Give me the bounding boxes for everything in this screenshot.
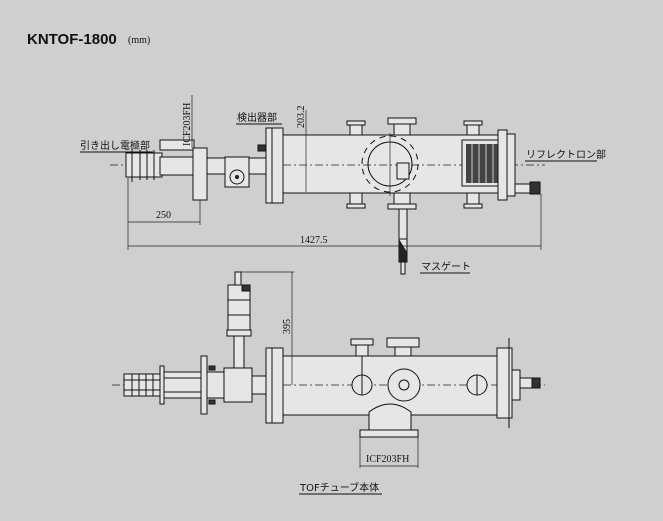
- label-detector: 検出器部: [237, 111, 277, 124]
- ports-side: [350, 337, 488, 438]
- model-title: KNTOF-1800: [27, 31, 117, 48]
- label-icf203fh-top: ICF203FH: [182, 103, 193, 146]
- dim-height: 395: [282, 319, 293, 334]
- unit-label: (mm): [128, 35, 150, 46]
- gauge-side: [226, 271, 294, 369]
- dim-extraction-length: 250: [156, 210, 171, 221]
- reflectron-side: [496, 338, 541, 428]
- detector-flange-side: [265, 347, 284, 424]
- label-tof-tube: TOFチューブ本体: [299, 481, 379, 494]
- extraction-electrode-top: [125, 139, 269, 201]
- label-mass-gate: マスゲート: [421, 261, 471, 273]
- detector-flange-top: [265, 127, 284, 204]
- side-view: 395 ICF203FH TOFチューブ本体: [112, 271, 545, 495]
- reflectron-top: [461, 129, 541, 201]
- top-view: 203.2 250 1427.5 引き出し電極部 ICF203FH 検出器部 リ…: [80, 95, 606, 275]
- ports-top: [346, 117, 483, 210]
- label-icf203fh-side: ICF203FH: [366, 454, 409, 465]
- dim-tube-diameter: 203.2: [296, 106, 307, 129]
- mass-gate-top: [398, 208, 408, 275]
- label-extraction-electrode: 引き出し電極部: [80, 139, 150, 152]
- dim-total-length: 1427.5: [300, 235, 328, 246]
- extraction-electrode-side: [123, 355, 268, 415]
- label-reflectron: リフレクトロン部: [526, 148, 606, 161]
